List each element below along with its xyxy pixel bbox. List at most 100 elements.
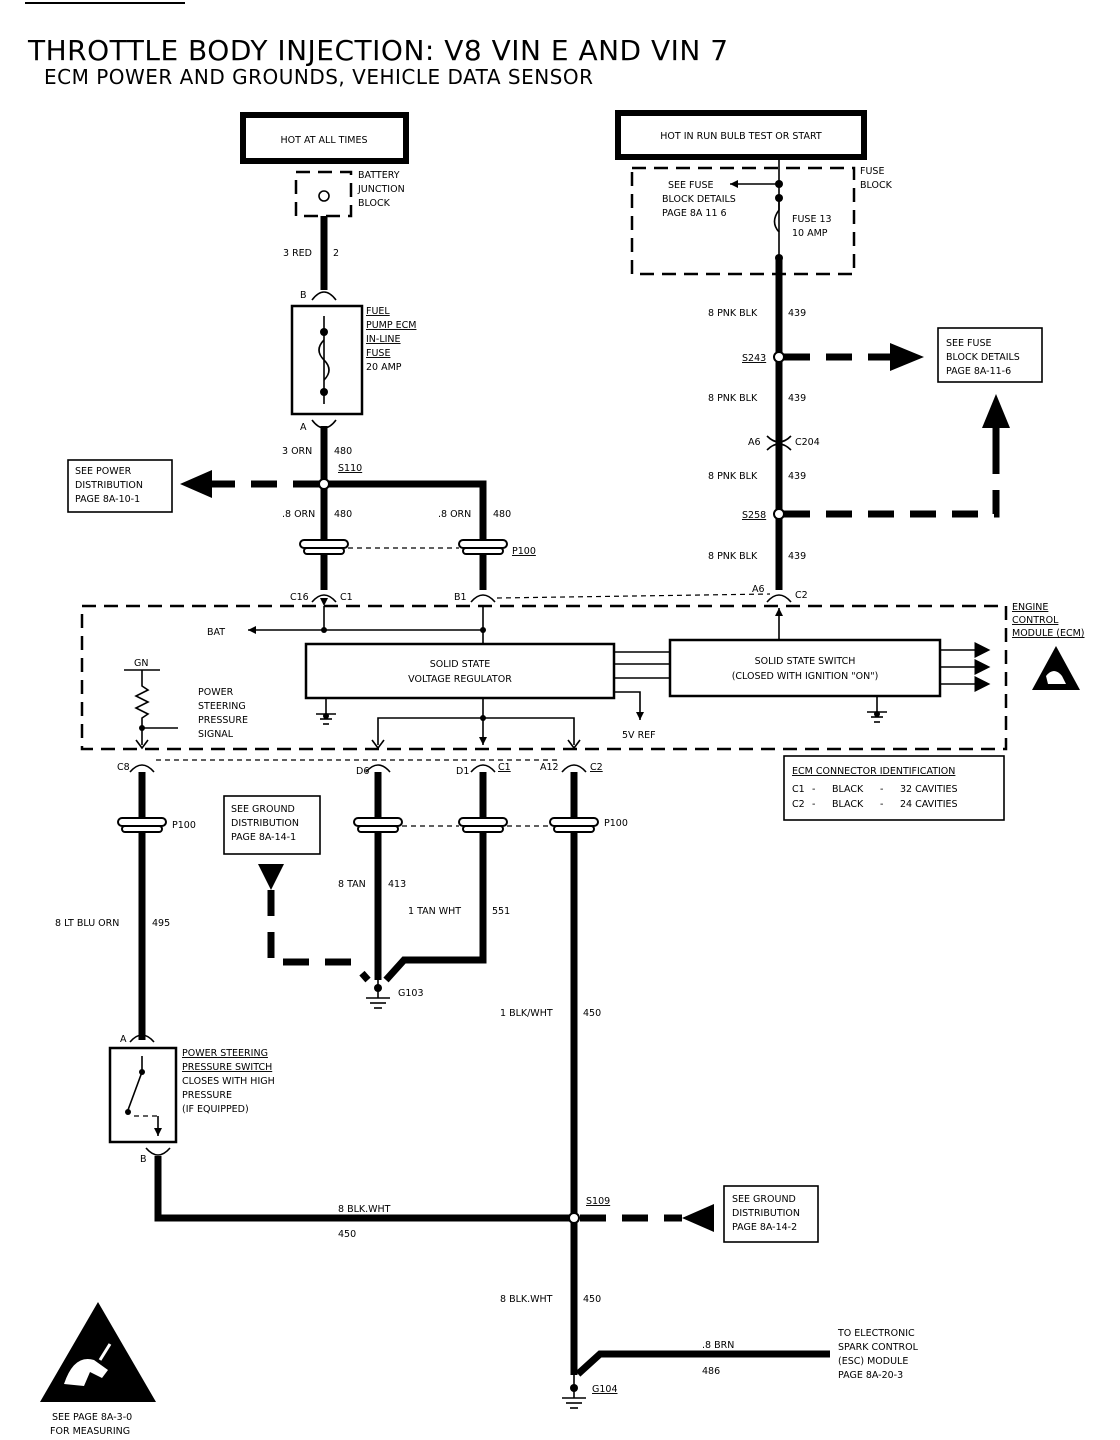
- wire-495-label: 495: [152, 918, 170, 929]
- bjb-line-3: BLOCK: [358, 198, 391, 209]
- ecm-module: [80, 604, 1008, 751]
- arrow-right-fuse-details: [890, 343, 924, 371]
- wire-08-orn-a: .8 ORN: [282, 509, 315, 520]
- wire-551-label: 551: [492, 906, 510, 917]
- regulator-bus-d6-arrow: [371, 739, 385, 750]
- wire-08-brn: [575, 1350, 830, 1377]
- dashed-to-g103: [267, 890, 371, 983]
- wire-lt-blu-orn-label: 8 LT BLU ORN: [55, 918, 119, 929]
- connector-a6-c2: [766, 594, 792, 603]
- hot-in-run-label: HOT IN RUN BULB TEST OR START: [660, 131, 822, 142]
- splice-s243-label: S243: [742, 353, 766, 364]
- ecm-connector-link-top: [496, 593, 771, 599]
- ps-signal-3: PRESSURE: [198, 715, 248, 726]
- ref-gnd1-2: DISTRIBUTION: [231, 818, 299, 829]
- fuel-pump-fuse-line-2: PUMP ECM: [366, 320, 416, 331]
- wire-439-3: 439: [788, 471, 806, 482]
- ref-power-dist-1: SEE POWER: [75, 466, 132, 477]
- wire-439-4: 439: [788, 551, 806, 562]
- fuel-pump-fuse-box: [290, 304, 364, 416]
- conn-c1-top: C1: [340, 592, 353, 603]
- wire-8-blk-wht-v-label: 8 BLK.WHT: [500, 1294, 553, 1305]
- ref-power-distribution: [67, 459, 173, 513]
- esc-4: PAGE 8A-20-3: [838, 1370, 903, 1381]
- ecm-bat: BAT: [207, 627, 225, 638]
- wire-8-blk-wht-h: [154, 1156, 569, 1222]
- fuse-block-inner-3: PAGE 8A 11 6: [662, 208, 727, 219]
- splice-s110: [318, 478, 330, 490]
- connector-c204-bottom: [766, 443, 792, 451]
- conn-id-title: ECM CONNECTOR IDENTIFICATION: [792, 766, 955, 777]
- p100-bottom-right-connector: [353, 817, 599, 833]
- fuse-a-label: A: [300, 422, 307, 433]
- resistor-icon: [134, 670, 150, 745]
- splice-s109-label: S109: [586, 1196, 610, 1207]
- wire-pnk-4: 8 PNK BLK: [708, 551, 758, 562]
- ecm-label-1: ENGINE: [1012, 602, 1048, 613]
- page-title: THROTTLE BODY INJECTION: V8 VIN E AND VI…: [27, 34, 729, 67]
- conn-id-r2-c2: BLACK: [832, 799, 864, 810]
- wire-480-b: 480: [493, 509, 511, 520]
- conn-a6: A6: [752, 584, 765, 595]
- splice-s110-label: S110: [338, 463, 362, 474]
- psw-text-4: PRESSURE: [182, 1090, 232, 1101]
- wire-450-1-label: 450: [583, 1008, 601, 1019]
- connector-d6: [365, 764, 391, 773]
- fuel-pump-fuse-line-5: 20 AMP: [366, 362, 402, 373]
- bat-node-1: [321, 627, 327, 633]
- fuse-block-inner-2: BLOCK DETAILS: [662, 194, 736, 205]
- wire-brn-label: .8 BRN: [702, 1340, 734, 1351]
- connector-c16: [311, 594, 337, 603]
- p100-top-connector: [299, 539, 508, 555]
- conn-a12: A12: [540, 762, 559, 773]
- wire-1-tan-wht-label: 1 TAN WHT: [408, 906, 461, 917]
- regulator-bus: [377, 717, 575, 745]
- psw-text-5: (IF EQUIPPED): [182, 1104, 249, 1115]
- wire-439-1: 439: [788, 308, 806, 319]
- ps-signal-node: [139, 725, 145, 731]
- ground-g103-icon: [366, 980, 390, 1009]
- arrow-down-ground-dist: [258, 864, 284, 890]
- wire-8-tan-label: 8 TAN: [338, 879, 366, 890]
- connector-c8: [129, 764, 155, 773]
- esd-measuring-warning-icon: [40, 1302, 156, 1402]
- ref-fuse-right-3: PAGE 8A-11-6: [946, 366, 1011, 377]
- conn-c1-bot: C1: [498, 762, 511, 773]
- bat-node-2: [480, 627, 486, 633]
- measuring-note-2: FOR MEASURING: [50, 1426, 130, 1437]
- ref-ground-dist-2: [723, 1185, 819, 1243]
- fuse-13-icon: [773, 198, 780, 258]
- ecm-gn: GN: [134, 658, 148, 669]
- ref-gnd1-1: SEE GROUND: [231, 804, 295, 815]
- fuel-pump-fuse-line-1: FUEL: [366, 306, 390, 317]
- ecm-label-2: CONTROL: [1012, 615, 1059, 626]
- fuse-block-label-1: FUSE: [860, 166, 884, 177]
- wire-480-branch: [329, 480, 487, 590]
- psw-b-label: B: [140, 1154, 147, 1165]
- ref-fuse-right-1: SEE FUSE: [946, 338, 992, 349]
- wire-439-2: 439: [788, 393, 806, 404]
- ref-fuse-right-2: BLOCK DETAILS: [946, 352, 1020, 363]
- wire-3-orn-label: 3 ORN: [282, 446, 312, 457]
- esc-2: SPARK CONTROL: [838, 1342, 919, 1353]
- splice-s243: [773, 351, 785, 363]
- ps-signal-1: POWER: [198, 687, 234, 698]
- bjb-line-2: JUNCTION: [357, 184, 405, 195]
- wire-413-label: 413: [388, 879, 406, 890]
- conn-id-r1-c0: C1: [792, 784, 805, 795]
- connector-psw-a: [129, 1034, 155, 1043]
- conn-id-r2-c0: C2: [792, 799, 805, 810]
- arrow-up-fuse-details: [982, 394, 1010, 428]
- vref-arrow: [614, 691, 644, 720]
- conn-c8: C8: [117, 762, 130, 773]
- conn-a6-c204: A6: [748, 437, 761, 448]
- wire-pnk-2: 8 PNK BLK: [708, 393, 758, 404]
- fuse-block-inner-1: SEE FUSE: [668, 180, 714, 191]
- splice-s258-label: S258: [742, 510, 766, 521]
- hot-at-all-times-label: HOT AT ALL TIMES: [281, 135, 368, 146]
- psw-a-label: A: [120, 1034, 127, 1045]
- conn-c204: C204: [795, 437, 820, 448]
- conn-id-r1-c3: -: [880, 784, 883, 795]
- ecm-label-3: MODULE (ECM): [1012, 628, 1085, 639]
- wire-3-red-num: 2: [333, 248, 339, 259]
